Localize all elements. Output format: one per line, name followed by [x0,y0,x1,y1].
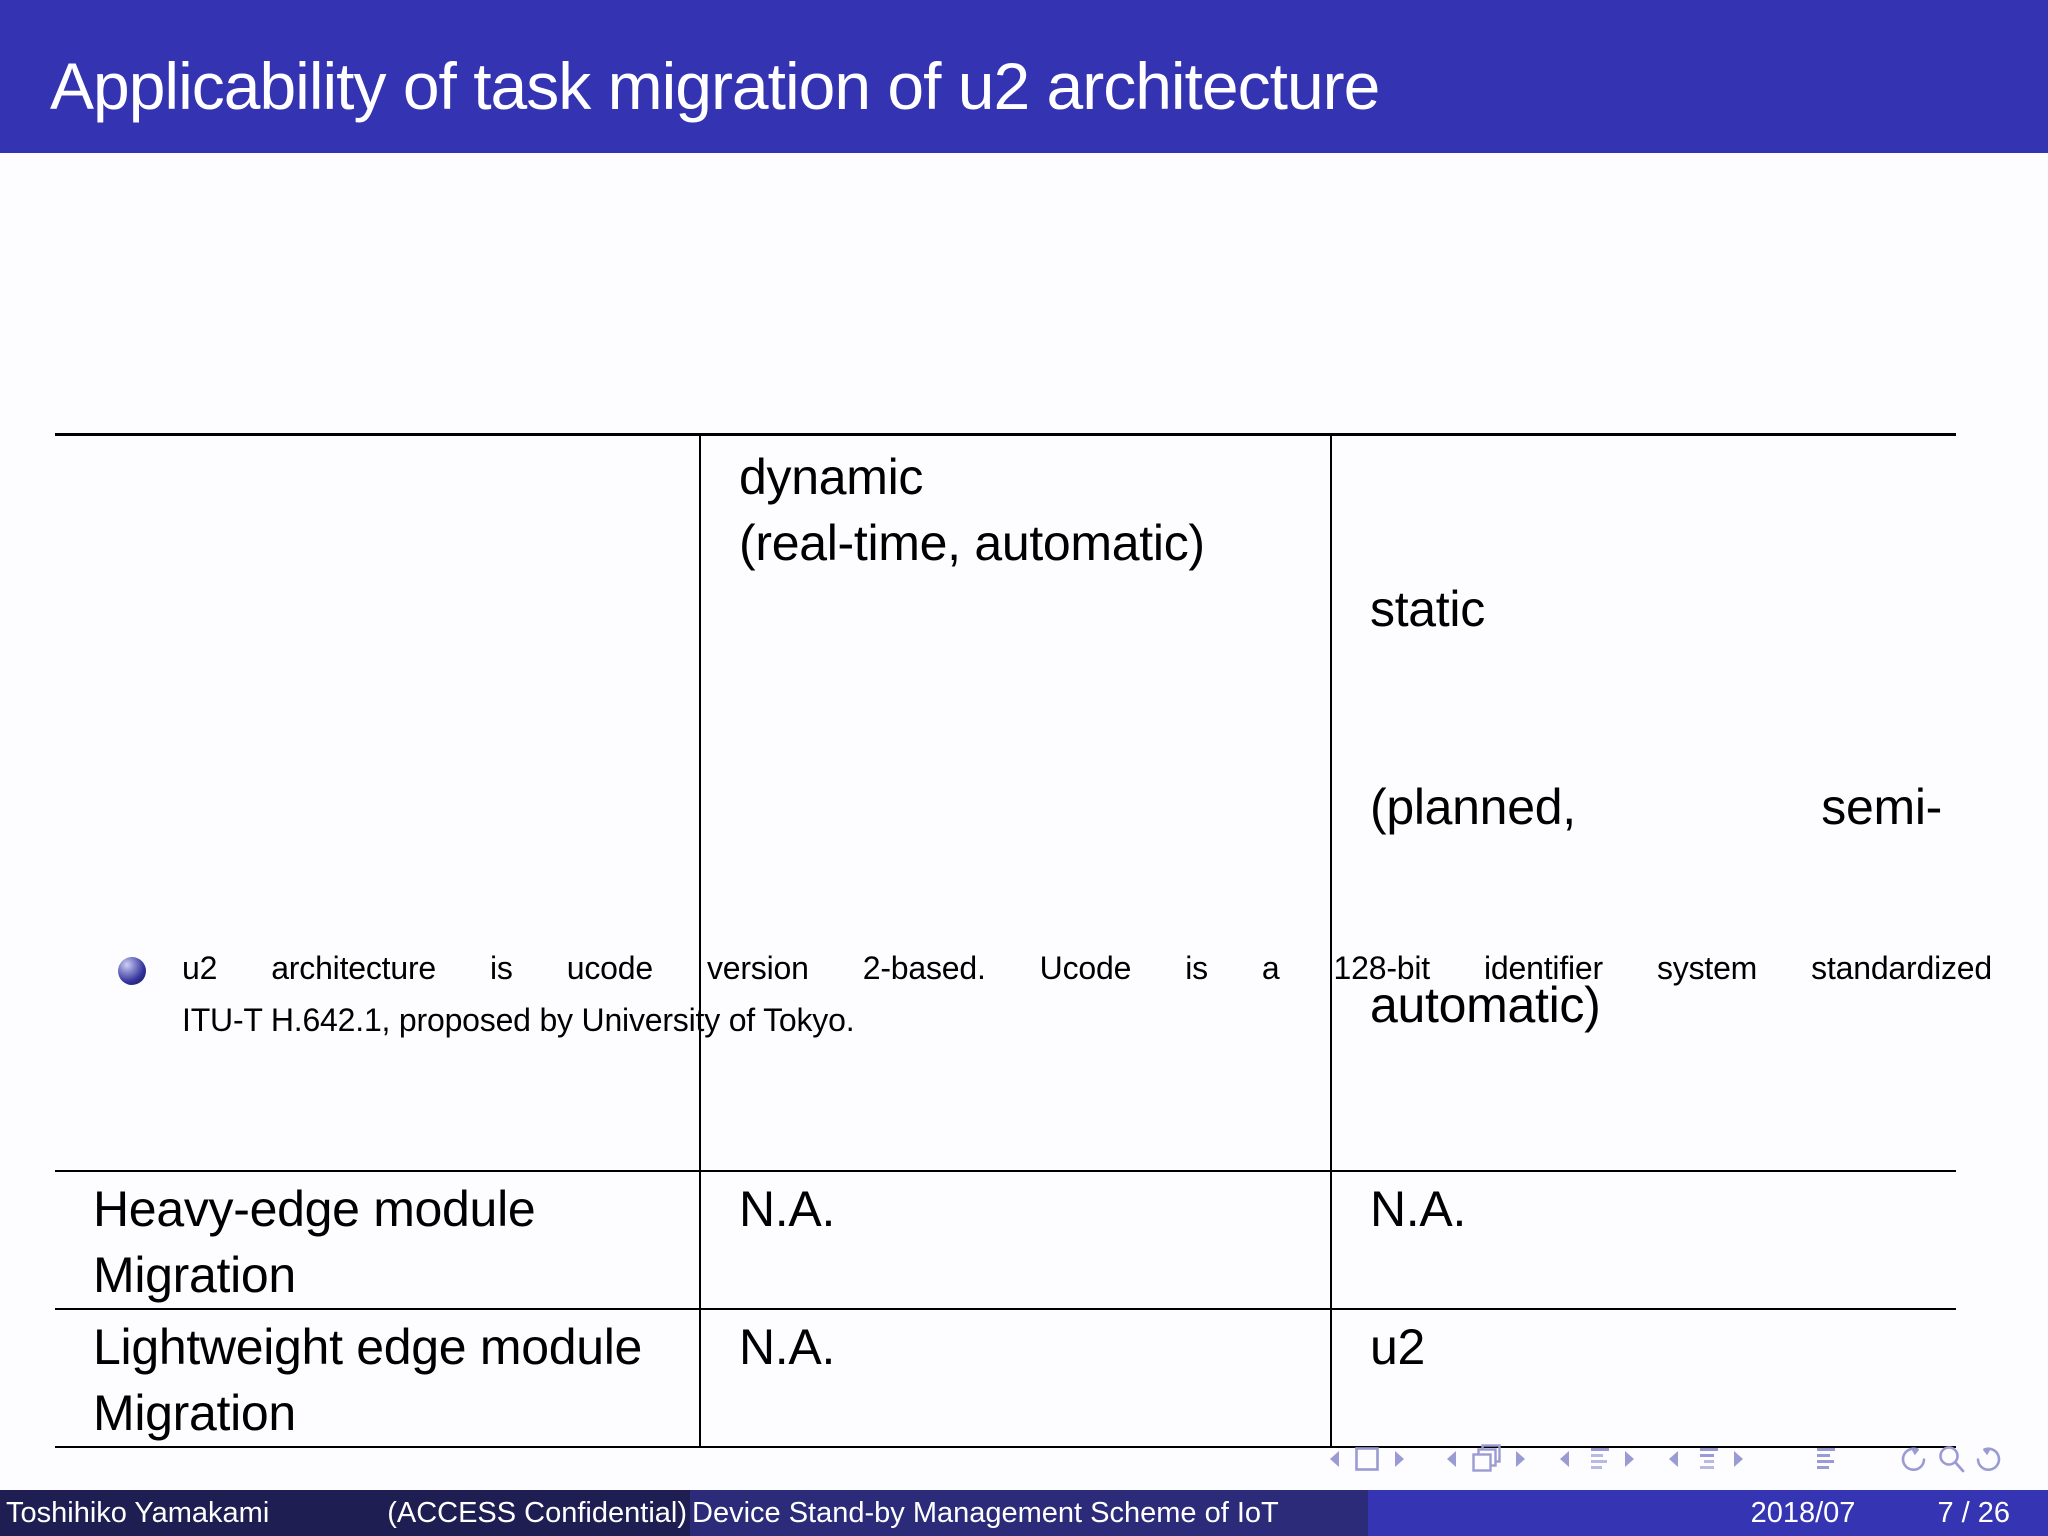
undo-history-icon[interactable] [1895,1443,1927,1475]
redo-history-icon[interactable] [1975,1443,2007,1475]
footline-page-number: 7 / 26 [1937,1496,2010,1529]
prev-subsection-icon[interactable] [1557,1448,1570,1470]
subsection-list-icon[interactable] [1583,1446,1611,1472]
cell-heavy-dynamic: N.A. [699,1171,1331,1310]
cell-lightweight-dynamic: N.A. [699,1309,1331,1447]
frame-title-bar: Applicability of task migration of u2 ar… [0,0,2048,153]
bullet-text-line1: u2 architecture is ucode version 2-based… [182,950,1992,986]
row-label-lightweight-edge: Lightweight edge module Migration [93,1319,643,1441]
footline-institute: (ACCESS Confidential) [387,1496,687,1529]
history-search-group [1895,1443,2007,1475]
slide-square-icon[interactable] [1353,1445,1381,1473]
footline: Toshihiko Yamakami (ACCESS Confidential)… [0,1490,2048,1536]
next-slide-icon[interactable] [1394,1448,1407,1470]
frame-nav-group [1444,1444,1528,1474]
row-label-heavy-edge: Heavy-edge module Migration [55,1171,700,1310]
cell-lightweight-static: u2 [1330,1309,1956,1447]
bullet-text-line2: ITU-T H.642.1, proposed by University of… [182,1002,855,1038]
prev-frame-icon[interactable] [1444,1448,1457,1470]
table-row-lightweight-edge: Lightweight edge module Migration N.A. u… [55,1309,1956,1447]
static-header-line2-left: (planned, [1370,779,1576,835]
section-list-icon[interactable] [1692,1446,1720,1472]
search-icon[interactable] [1936,1443,1966,1475]
bullet-ball-icon [118,957,146,985]
frame-title: Applicability of task migration of u2 ar… [50,48,1380,123]
applicability-table-wrap: dynamic (real-time, automatic) static (p… [55,433,1956,1448]
header-cell-static: static (planned, semi- automatic) [1330,434,1956,1172]
static-header-line2: (planned, semi- [1370,774,1942,840]
bullet-text: u2 architecture is ucode version 2-based… [182,942,1992,1046]
bullet-item: u2 architecture is ucode version 2-based… [118,942,1992,1046]
next-section-icon[interactable] [1733,1448,1746,1470]
footline-date-box: 2018/07 7 / 26 [1368,1490,2048,1536]
header-cell-dynamic: dynamic (real-time, automatic) [699,434,1331,1172]
appendix-list-icon[interactable] [1809,1446,1837,1472]
cell-heavy-static: N.A. [1330,1171,1956,1310]
navigation-bar [1327,1441,2007,1477]
slide-nav-group [1327,1445,1407,1473]
section-nav-group [1666,1446,1746,1472]
static-header-line3: automatic) [1370,977,1601,1033]
subsection-nav-group [1557,1446,1637,1472]
prev-section-icon[interactable] [1666,1448,1679,1470]
prev-slide-icon[interactable] [1327,1448,1340,1470]
footline-author-box: Toshihiko Yamakami (ACCESS Confidential) [0,1490,690,1536]
footline-author: Toshihiko Yamakami [6,1496,270,1529]
applicability-table: dynamic (real-time, automatic) static (p… [55,433,1956,1448]
static-header-line1: static [1370,581,1485,637]
frame-stack-icon[interactable] [1470,1444,1502,1474]
next-frame-icon[interactable] [1515,1448,1528,1470]
appendix-nav-group [1809,1446,1837,1472]
footline-short-title: Device Stand-by Management Scheme of IoT [692,1496,1279,1529]
footline-title-box: Device Stand-by Management Scheme of IoT [690,1490,1368,1536]
footline-date: 2018/07 [1750,1496,1856,1529]
table-header-row: dynamic (real-time, automatic) static (p… [55,434,1956,1172]
header-cell-blank [55,434,700,1172]
table-row-heavy-edge: Heavy-edge module Migration N.A. N.A. [55,1171,1956,1310]
static-header-line2-right: semi- [1821,779,1942,835]
next-subsection-icon[interactable] [1624,1448,1637,1470]
